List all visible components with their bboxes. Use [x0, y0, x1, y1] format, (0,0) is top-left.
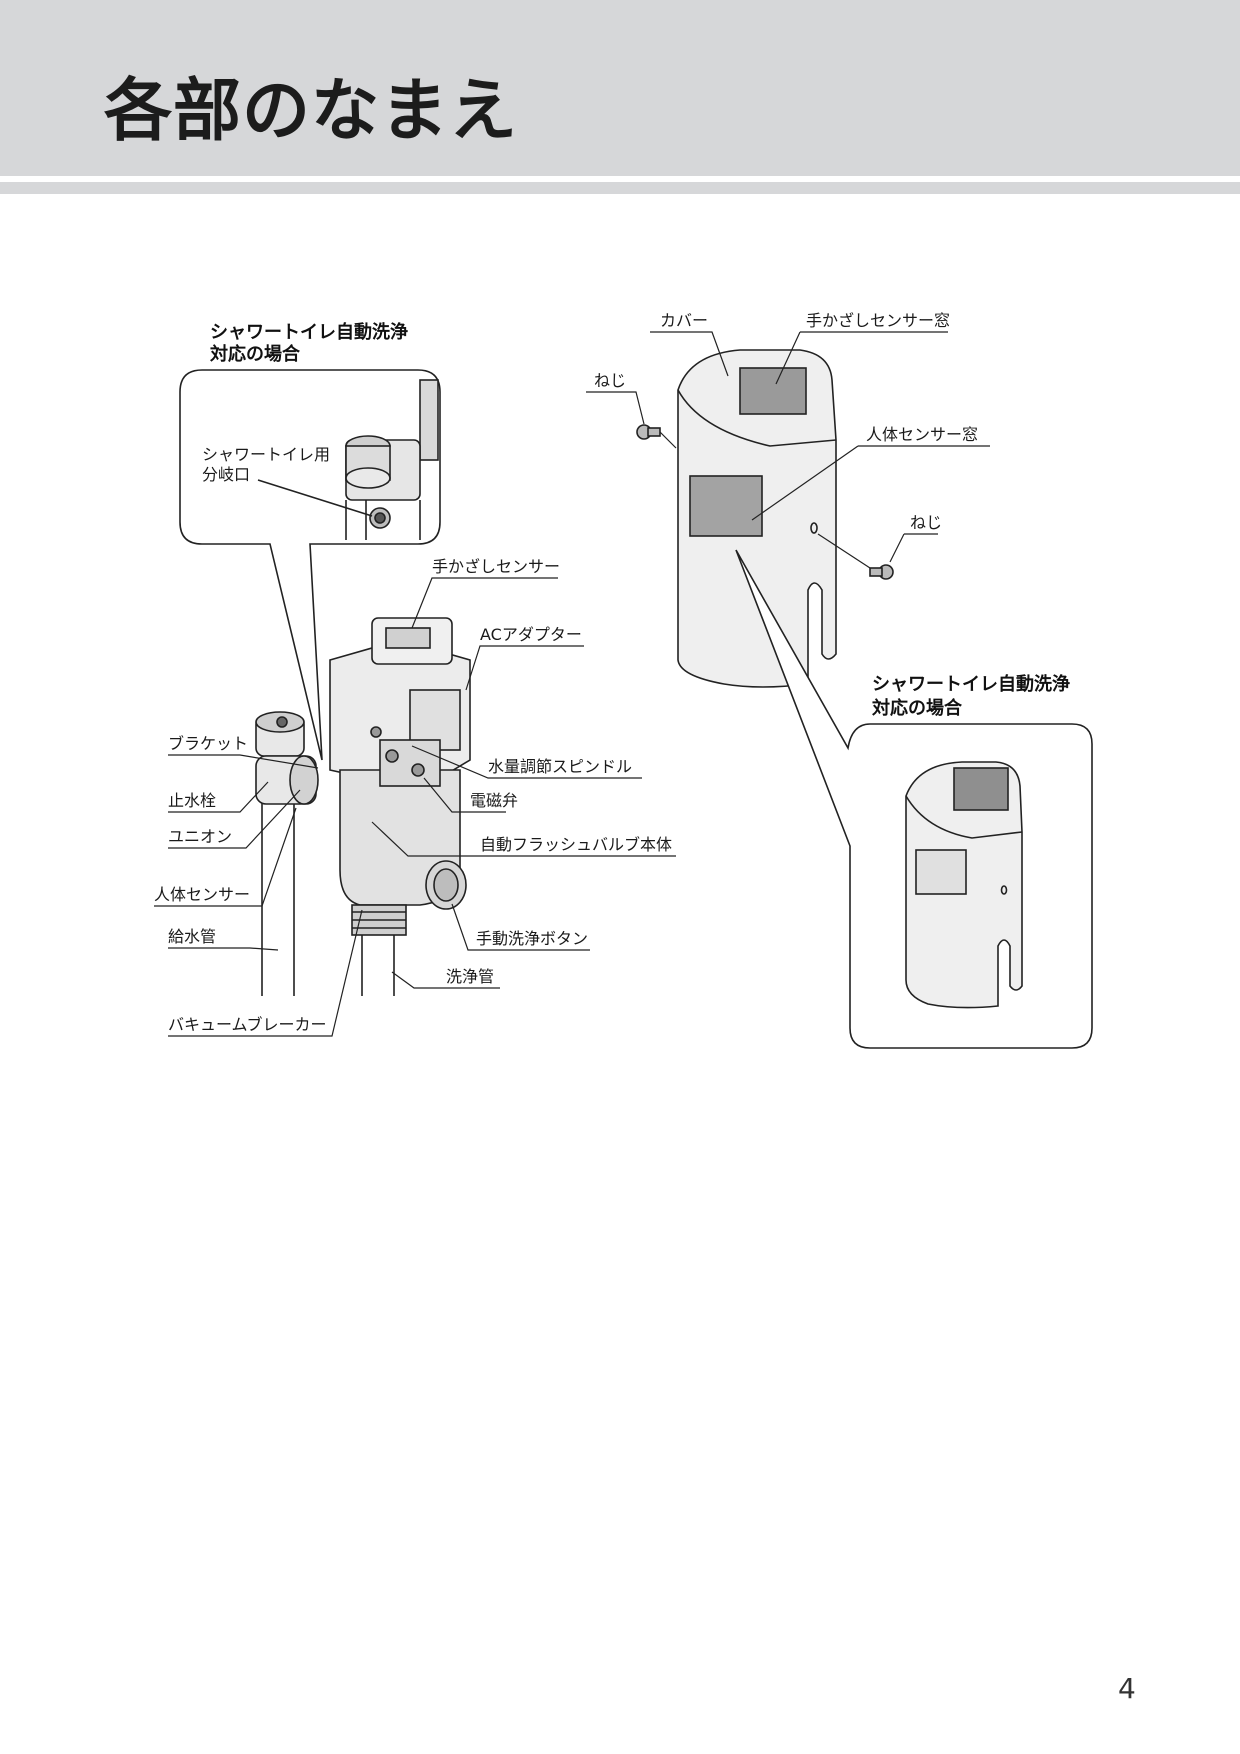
- label-solenoid-valve: 電磁弁: [470, 791, 518, 810]
- screw-right-icon: [869, 564, 894, 580]
- label-screw-left: ねじ: [594, 371, 626, 390]
- cover-diagram: [586, 331, 1093, 1049]
- label-flush-pipe: 洗浄管: [446, 967, 494, 986]
- header-band: [0, 0, 1240, 176]
- page-number: 4: [1118, 1672, 1136, 1705]
- label-bracket: ブラケット: [168, 734, 248, 753]
- label-cover: カバー: [660, 311, 708, 330]
- cover-callout-title-line1: シャワートイレ自動洗浄: [872, 673, 1070, 695]
- branch-fitting-illustration: [345, 379, 439, 540]
- label-screw-right: ねじ: [910, 513, 942, 532]
- label-ac-adapter: ACアダプター: [480, 625, 582, 644]
- label-hand-sensor: 手かざしセンサー: [432, 557, 560, 576]
- label-vacuum-breaker: バキュームブレーカー: [168, 1015, 327, 1034]
- label-body-sensor: 人体センサー: [154, 885, 250, 904]
- body-sensor-window: [689, 475, 763, 537]
- cover-callout-title-line2: 対応の場合: [871, 697, 963, 719]
- unit-leaders: [154, 577, 676, 1037]
- label-flow-spindle: 水量調節スピンドル: [488, 757, 632, 776]
- label-manual-button: 手動洗浄ボタン: [476, 929, 588, 948]
- unit-callout-title-line1: シャワートイレ自動洗浄: [210, 321, 408, 343]
- label-hand-sensor-window: 手かざしセンサー窓: [806, 311, 950, 330]
- branch-label-line2: 分岐口: [202, 465, 250, 484]
- pipes: [261, 795, 395, 996]
- stop-valve-illustration: [255, 711, 319, 805]
- label-supply-pipe: 給水管: [168, 927, 216, 946]
- branch-leader: [257, 479, 373, 517]
- header-divider: [0, 176, 1240, 182]
- hand-sensor-window: [739, 367, 807, 415]
- unit-callout-title-line2: 対応の場合: [209, 343, 301, 365]
- cover-leaders: [586, 331, 990, 563]
- unit-diagram: [154, 369, 676, 1037]
- label-stop-valve: 止水栓: [168, 791, 216, 810]
- branch-label-line1: シャワートイレ用: [202, 445, 330, 464]
- valve-body-illustration: [329, 617, 471, 936]
- label-union: ユニオン: [168, 827, 232, 846]
- label-body-sensor-window: 人体センサー窓: [866, 425, 978, 444]
- screw-left-icon: [636, 424, 661, 440]
- header-rule: [0, 182, 1240, 194]
- label-valve-body: 自動フラッシュバルブ本体: [480, 835, 672, 854]
- page-title: 各部のなまえ: [104, 72, 519, 151]
